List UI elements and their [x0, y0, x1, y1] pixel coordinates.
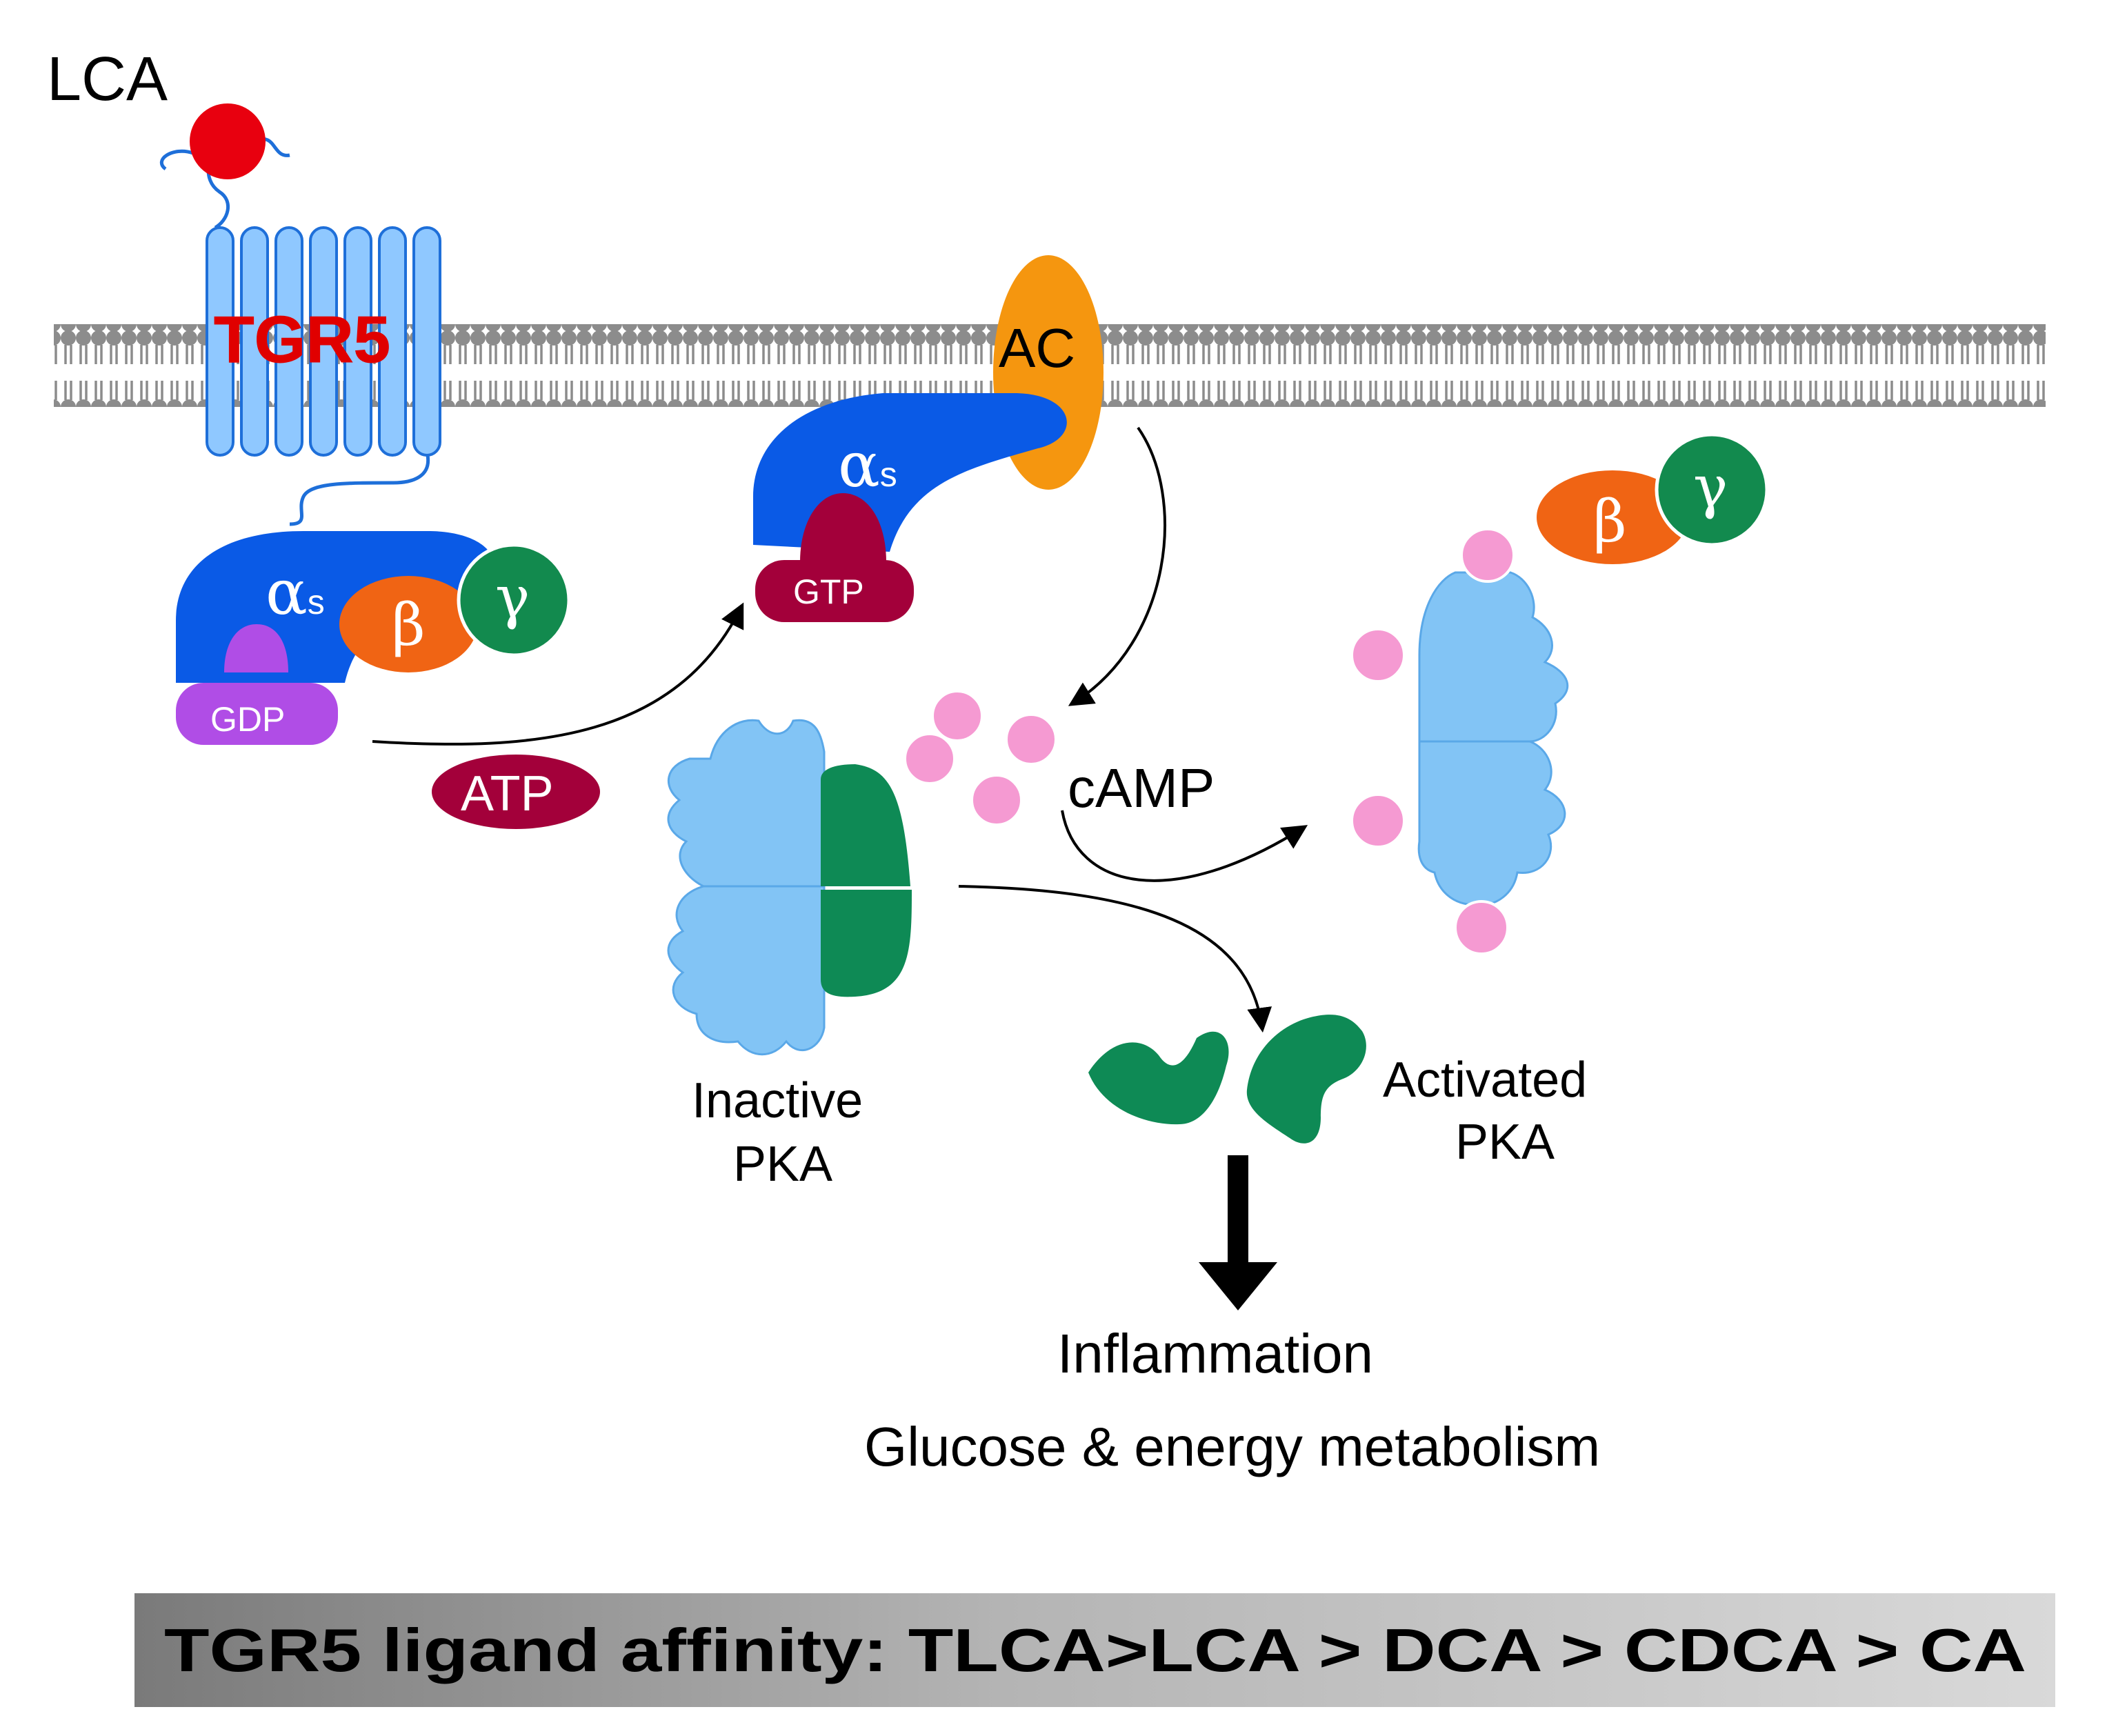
g-protein-complex-inactive	[176, 531, 571, 745]
g-alpha-label-left: αs	[266, 557, 325, 629]
arrow-to-outcomes	[1199, 1155, 1277, 1310]
inactive-pka-label-line2: PKA	[733, 1137, 832, 1192]
camp-label: cAMP	[1068, 757, 1215, 819]
arrow-camp-to-regulatory	[1061, 810, 1308, 882]
pka-regulatory-inactive-top	[667, 719, 826, 888]
g-beta-label-left: β	[392, 591, 426, 659]
activated-pka-catalytic-left	[1088, 1031, 1229, 1125]
gdp-molecule	[176, 683, 338, 745]
gdp-label: GDP	[210, 700, 285, 739]
outcome-inflammation: Inflammation	[1057, 1323, 1373, 1384]
activated-pka-label-line1: Activated	[1383, 1052, 1587, 1108]
pka-regulatory-bound-top	[1418, 571, 1569, 743]
arrow-pka-activation	[958, 885, 1272, 1033]
gtp-molecule	[755, 560, 914, 622]
inactive-pka	[667, 719, 912, 1056]
atp-molecule	[432, 755, 600, 829]
g-gamma-subunit-right	[1655, 432, 1769, 547]
ligand-affinity-banner	[134, 1593, 2055, 1707]
ligand-label: LCA	[47, 45, 168, 114]
g-beta-label-right: β	[1593, 488, 1627, 555]
pka-regulatory-bound-bottom	[1417, 740, 1566, 906]
pka-catalytic-inactive-bottom	[821, 890, 912, 997]
lca-ligand	[190, 103, 266, 179]
ac-label: AC	[999, 317, 1075, 379]
pka-catalytic-inactive-top	[821, 764, 910, 886]
g-beta-subunit-left	[339, 576, 477, 672]
arrow-ac-to-camp	[1068, 426, 1166, 706]
inactive-pka-label-line1: Inactive	[692, 1073, 863, 1128]
ligand-affinity-text: TGR5 ligand affinity: TLCA>LCA > DCA > C…	[164, 1616, 2026, 1684]
camp-molecules	[903, 690, 1057, 826]
g-gamma-label-left: γ	[495, 563, 530, 631]
pka-regulatory-inactive-bottom	[667, 885, 826, 1056]
g-beta-subunit-right	[1537, 470, 1688, 564]
activated-pka-catalytic-right	[1246, 1015, 1366, 1144]
atp-label: ATP	[461, 766, 554, 821]
gtp-label: GTP	[793, 572, 864, 611]
g-gamma-label-right: γ	[1693, 453, 1728, 521]
tgr5-receptor	[159, 137, 441, 526]
outcome-metabolism: Glucose & energy metabolism	[864, 1416, 1600, 1477]
camp-bound-regulatory-dimer	[1350, 528, 1569, 955]
g-alpha-active-complex	[753, 393, 1067, 622]
arrow-gdp-to-gtp	[372, 602, 744, 746]
g-alpha-label-right: αs	[838, 429, 897, 501]
receptor-label: TGR5	[214, 303, 390, 377]
activated-pka-label-line2: PKA	[1455, 1115, 1555, 1170]
g-gamma-subunit-left	[457, 543, 571, 657]
